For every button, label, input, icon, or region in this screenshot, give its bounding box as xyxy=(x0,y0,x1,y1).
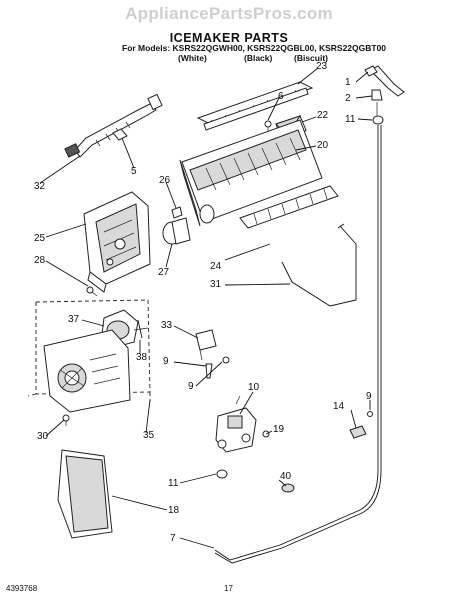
drive-motor xyxy=(162,217,191,245)
callout-label: 18 xyxy=(168,505,180,516)
callout-label: 5 xyxy=(131,166,137,177)
ice-stripper xyxy=(196,81,314,131)
callout-label: 9 xyxy=(188,381,194,392)
callout-label: 2 xyxy=(345,93,351,104)
callout-label: 32 xyxy=(34,181,46,192)
valve-cover xyxy=(57,449,113,539)
pin-38 xyxy=(137,319,143,339)
callout-label: 31 xyxy=(210,279,222,290)
variant-white: (White) xyxy=(178,53,207,63)
leader-lines xyxy=(39,67,373,549)
screw-9b xyxy=(205,363,213,379)
callout-label: 24 xyxy=(210,261,222,272)
harness-clip xyxy=(112,128,128,141)
screw-28 xyxy=(86,286,98,297)
nut-11-lower xyxy=(216,469,228,479)
callout-label: 27 xyxy=(158,267,170,278)
callout-label: 20 xyxy=(317,140,329,151)
callout-label: 23 xyxy=(316,61,328,72)
model-list: For Models: KSRS22QGWH00, KSRS22QGBL00, … xyxy=(122,43,387,53)
callout-label: 14 xyxy=(333,401,345,412)
callout-label: 11 xyxy=(345,114,356,125)
callout-label: 9 xyxy=(366,391,372,402)
screw-9a xyxy=(222,356,230,364)
grommet-14 xyxy=(349,425,367,439)
callout-label: 19 xyxy=(273,424,285,435)
callout-label: 11 xyxy=(168,478,179,489)
callout-label: 38 xyxy=(136,352,148,363)
document-number: 4393768 xyxy=(6,584,38,593)
callout-label: 25 xyxy=(34,233,46,244)
variant-biscuit: (Biscuit) xyxy=(294,53,328,63)
callout-label: 40 xyxy=(280,471,292,482)
mechanism-plate xyxy=(43,329,131,413)
callout-label: 28 xyxy=(34,255,46,266)
wire-harness xyxy=(64,93,163,158)
callout-label: 30 xyxy=(37,431,49,442)
callout-label: 33 xyxy=(161,320,173,331)
screw-6 xyxy=(264,120,272,134)
screw-30 xyxy=(62,414,70,426)
shutoff-arm xyxy=(281,225,357,307)
callout-label: 22 xyxy=(317,110,329,121)
part-40 xyxy=(281,483,295,493)
control-housing xyxy=(83,191,151,293)
callout-label: 1 xyxy=(345,77,351,88)
callout-label: 10 xyxy=(248,382,260,393)
callout-label: 26 xyxy=(159,175,171,186)
callout-label: 37 xyxy=(68,314,80,325)
callout-label: 6 xyxy=(278,91,284,102)
callout-label: 35 xyxy=(143,430,155,441)
page-number: 17 xyxy=(224,584,233,593)
screw-9c xyxy=(367,411,373,417)
fill-tube-assembly xyxy=(214,65,405,564)
shaft-26 xyxy=(171,206,183,219)
ice-mold xyxy=(179,119,323,227)
diagram-title: ICEMAKER PARTS xyxy=(169,31,289,45)
water-valve xyxy=(215,395,257,453)
site-watermark: AppliancePartsPros.com xyxy=(125,4,333,23)
callout-label: 7 xyxy=(170,533,176,544)
ice-ejector xyxy=(239,185,339,229)
callout-label: 9 xyxy=(163,356,169,367)
variant-black: (Black) xyxy=(244,53,273,63)
bracket-33 xyxy=(195,329,217,361)
